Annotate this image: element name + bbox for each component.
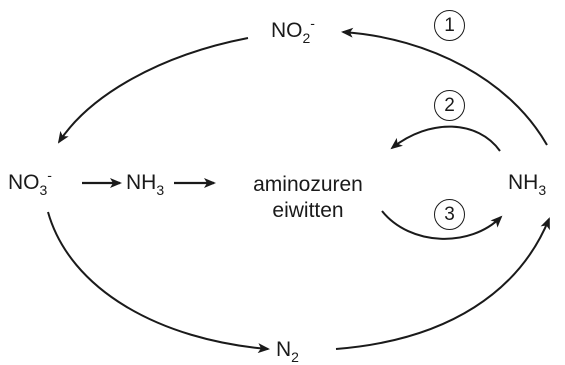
arrow-step-2 <box>390 125 501 152</box>
step-marker-1: 1 <box>434 10 465 41</box>
arrow-no3-to-n2 <box>47 211 270 354</box>
arrow-nh3-to-no2 <box>341 27 548 146</box>
step-marker-3: 3 <box>434 199 465 230</box>
label-no3: NO3- <box>8 167 52 198</box>
arrow-no2-to-no3 <box>57 37 249 144</box>
label-eiwitten: eiwitten <box>272 199 344 223</box>
label-nh3-right: NH3 <box>508 171 547 198</box>
arrow-n2-to-nh3 <box>335 217 550 350</box>
arrow-step-3 <box>381 210 503 240</box>
label-aminozuren: aminozuren <box>253 173 363 196</box>
step-marker-2: 2 <box>434 90 465 121</box>
label-no2: NO2- <box>271 15 315 46</box>
label-aminozuren-eiwitten: aminozuren eiwitten <box>238 172 378 225</box>
label-n2: N2 <box>276 338 299 365</box>
label-nh3-middle: NH3 <box>126 171 165 198</box>
